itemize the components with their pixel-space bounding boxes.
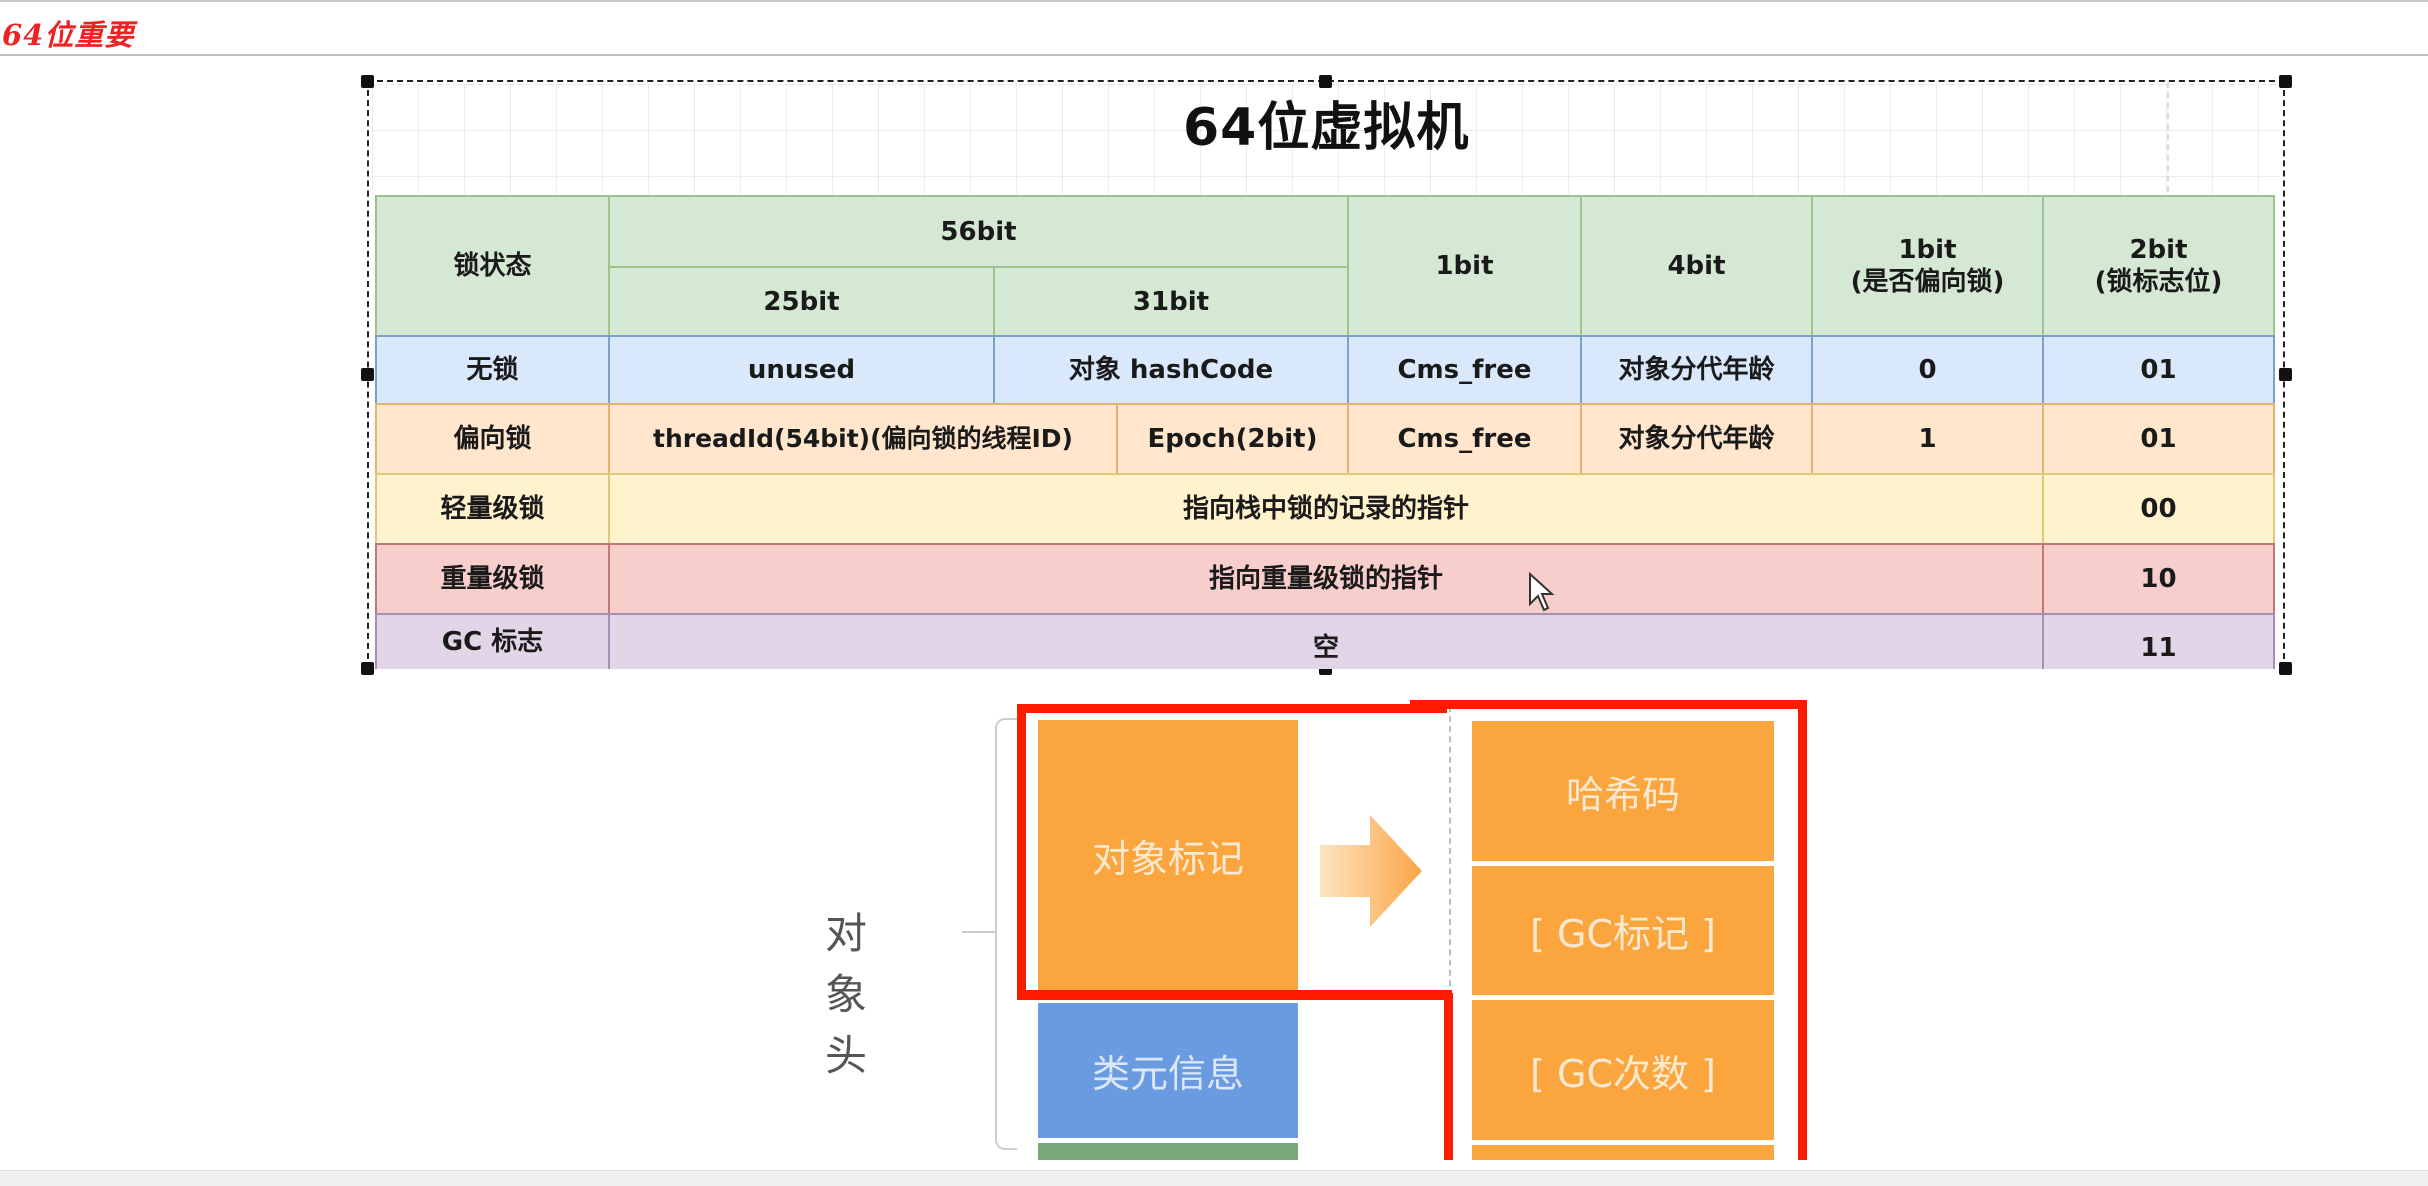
row-state-gc: GC 标志	[375, 613, 610, 669]
row-state-unlocked: 无锁	[375, 335, 610, 405]
cell-gen-age: 对象分代年龄	[1580, 403, 1813, 475]
resize-handle-top-left[interactable]	[361, 75, 374, 88]
dashed-divider	[1449, 706, 1451, 996]
header-4bit: 4bit	[1580, 195, 1813, 337]
highlight-border-right	[1798, 700, 1807, 1160]
cell-epoch: Epoch(2bit)	[1116, 403, 1349, 475]
cell-lock-flag: 01	[2042, 403, 2275, 475]
header-31bit: 31bit	[993, 266, 1349, 337]
cell-lock-flag: 10	[2042, 543, 2275, 615]
header-biased-flag-bits: 1bit	[1898, 235, 1957, 265]
header-lock-state: 锁状态	[375, 195, 610, 337]
mouse-cursor-icon	[1529, 572, 1555, 612]
hashcode-block: 哈希码	[1472, 721, 1774, 861]
highlight-border-middle	[1017, 990, 1452, 1000]
resize-handle-bottom-left[interactable]	[361, 662, 374, 675]
bottom-status-bar	[0, 1170, 2428, 1186]
header-lock-flag-bits: 2bit	[2129, 235, 2188, 265]
cell-cms-free: Cms_free	[1347, 403, 1582, 475]
cell-biased-flag: 0	[1811, 335, 2044, 405]
cell-lock-flag: 00	[2042, 473, 2275, 545]
highlight-border-inner	[1444, 993, 1453, 1160]
window-top-border	[0, 0, 2428, 2]
mark-word-block: 对象标记	[1038, 720, 1298, 990]
cell-monitor-pointer: 指向重量级锁的指针	[608, 543, 2044, 615]
klass-pointer-block: 类元信息	[1038, 1003, 1298, 1138]
header-biased-flag: 1bit (是否偏向锁)	[1811, 195, 2044, 337]
section-heading: 64位重要	[2, 18, 135, 52]
resize-handle-top-right[interactable]	[2279, 75, 2292, 88]
gc-count-block: [ GC次数 ]	[1472, 1000, 1774, 1140]
next-block	[1038, 1143, 1298, 1160]
cell-hashcode: 对象 hashCode	[993, 335, 1349, 405]
cell-biased-flag: 1	[1811, 403, 2044, 475]
header-25bit: 25bit	[608, 266, 995, 337]
grid-guide-line	[2167, 82, 2169, 192]
cell-gen-age: 对象分代年龄	[1580, 335, 1813, 405]
header-1bit: 1bit	[1347, 195, 1582, 337]
header-lock-flag-desc: (锁标志位)	[2094, 267, 2223, 297]
gc-mark-block: [ GC标记 ]	[1472, 866, 1774, 995]
cell-lock-flag: 01	[2042, 335, 2275, 405]
brace-connector	[962, 931, 996, 933]
cell-empty: 空	[608, 613, 2044, 669]
resize-handle-right[interactable]	[2279, 368, 2292, 381]
row-state-lightweight: 轻量级锁	[375, 473, 610, 545]
cell-lock-record-pointer: 指向栈中锁的记录的指针	[608, 473, 2044, 545]
brace-icon	[995, 718, 1017, 1150]
row-state-biased: 偏向锁	[375, 403, 610, 475]
drawio-grid-background	[372, 84, 2280, 194]
more-block	[1472, 1145, 1774, 1160]
figure-title: 64位虚拟机	[1183, 98, 1470, 158]
highlight-border-top-right	[1410, 700, 1807, 709]
header-56bit: 56bit	[608, 195, 1349, 268]
highlight-border-top-left	[1017, 704, 1447, 713]
cell-lock-flag: 11	[2042, 613, 2275, 669]
cell-unused: unused	[608, 335, 995, 405]
header-lock-flag: 2bit (锁标志位)	[2042, 195, 2275, 337]
resize-handle-bottom-right[interactable]	[2279, 662, 2292, 675]
resize-handle-top[interactable]	[1319, 75, 1332, 88]
header-biased-flag-desc: (是否偏向锁)	[1850, 267, 2005, 297]
row-state-heavyweight: 重量级锁	[375, 543, 610, 615]
highlight-border-left	[1017, 704, 1026, 998]
resize-handle-left[interactable]	[361, 368, 374, 381]
object-header-label: 对象头	[825, 909, 868, 1080]
cell-thread-id: threadId(54bit)(偏向锁的线程ID)	[608, 403, 1118, 475]
cell-cms-free: Cms_free	[1347, 335, 1582, 405]
arrow-right-icon	[1320, 815, 1422, 927]
heading-bar: 64位重要	[0, 2, 2428, 56]
